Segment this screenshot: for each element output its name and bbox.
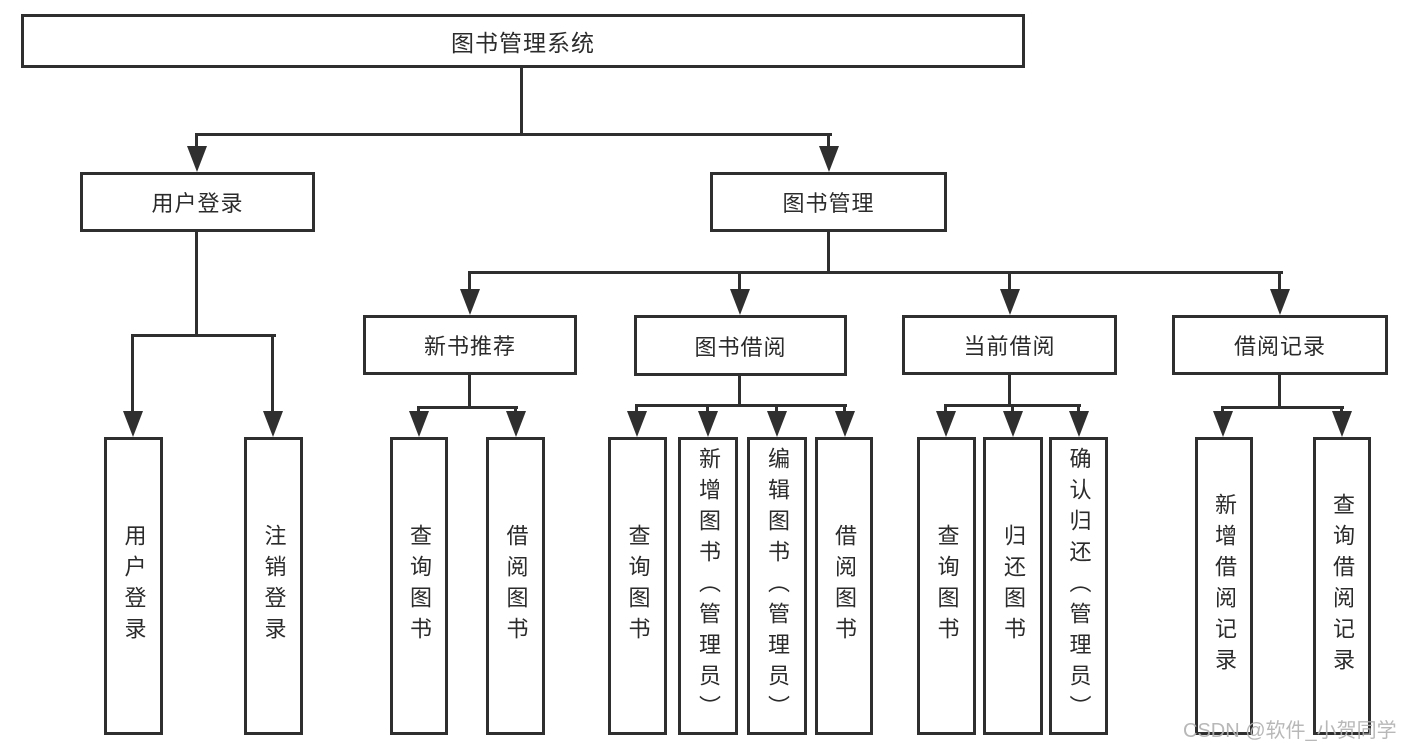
node-borrow-records: 借阅记录 <box>1172 315 1388 375</box>
node-book-borrow-label: 图书借阅 <box>694 334 787 360</box>
arrow-down-icon <box>263 411 283 437</box>
connector-user-login-stub <box>195 232 198 336</box>
connector-level3-rail <box>468 271 1283 274</box>
arrow-down-icon <box>409 411 429 437</box>
connector-drop <box>944 404 947 416</box>
arrow-down-icon <box>835 411 855 437</box>
leaf-br-add-record: 新增借阅记录 <box>1195 437 1253 735</box>
node-borrow-records-label: 借阅记录 <box>1233 334 1326 359</box>
node-user-login: 用户登录 <box>80 172 315 232</box>
arrow-down-icon <box>767 411 787 437</box>
connector-current-borrow-stub <box>1008 375 1011 406</box>
node-book-borrow: 图书借阅 <box>634 315 847 376</box>
leaf-bb-borrow-books-label: 借阅图书 <box>832 524 857 648</box>
arrow-down-icon <box>1213 411 1233 437</box>
leaf-logout-label: 注销登录 <box>261 524 287 648</box>
leaf-bb-edit-books: 编辑图书（管理员） <box>747 437 807 735</box>
leaf-user-login: 用户登录 <box>104 437 163 735</box>
connector-borrow-records-stub <box>1278 375 1281 408</box>
leaf-rec-query-books-label: 查询图书 <box>407 524 432 648</box>
leaf-cb-query-books-label: 查询图书 <box>934 524 960 648</box>
connector-borrow-records-rail <box>1221 406 1344 409</box>
node-new-book-rec-label: 新书推荐 <box>423 334 516 359</box>
arrow-down-icon <box>1003 411 1023 437</box>
leaf-br-query-record-label: 查询借阅记录 <box>1330 493 1355 679</box>
arrow-down-icon <box>187 146 207 172</box>
arrow-down-icon <box>1000 289 1020 315</box>
arrow-down-icon <box>1332 411 1352 437</box>
leaf-rec-borrow-books-label: 借阅图书 <box>503 524 529 648</box>
leaf-bb-add-books: 新增图书（管理员） <box>678 437 738 735</box>
leaf-bb-edit-books-label: 编辑图书（管理员） <box>765 446 790 726</box>
leaf-cb-return-books-label: 归还图书 <box>1001 524 1026 648</box>
leaf-user-login-label: 用户登录 <box>121 524 147 648</box>
connector-drop-book-mgmt <box>827 133 830 153</box>
node-root: 图书管理系统 <box>21 14 1025 68</box>
connector-book-mgmt-stub <box>827 232 830 273</box>
connector-drop-borrow-records <box>1278 271 1281 293</box>
node-root-label: 图书管理系统 <box>451 30 595 56</box>
connector-user-login-rail <box>131 334 276 337</box>
arrow-down-icon <box>819 146 839 172</box>
node-new-book-rec: 新书推荐 <box>363 315 577 375</box>
connector-book-borrow-rail <box>635 404 847 407</box>
arrow-down-icon <box>506 411 526 437</box>
leaf-bb-query-books: 查询图书 <box>608 437 667 735</box>
connector-drop-user-login <box>195 133 198 153</box>
connector-root-stub <box>520 68 523 135</box>
node-user-login-label: 用户登录 <box>151 191 244 216</box>
arrow-down-icon <box>936 411 956 437</box>
connector-drop-new-book-rec <box>468 271 471 293</box>
arrow-down-icon <box>460 289 480 315</box>
connector-drop <box>775 404 778 416</box>
leaf-cb-confirm-return-label: 确认归还（管理员） <box>1066 446 1092 726</box>
arrow-down-icon <box>730 289 750 315</box>
leaf-bb-add-books-label: 新增图书（管理员） <box>696 446 721 726</box>
node-current-borrow-label: 当前借阅 <box>963 334 1056 359</box>
arrow-down-icon <box>1069 411 1089 437</box>
node-book-mgmt: 图书管理 <box>710 172 947 232</box>
connector-drop <box>635 404 638 416</box>
connector-book-borrow-stub <box>738 376 741 406</box>
leaf-rec-query-books: 查询图书 <box>390 437 448 735</box>
connector-drop <box>1011 404 1014 416</box>
arrow-down-icon <box>698 411 718 437</box>
connector-new-book-rec-rail <box>417 406 518 409</box>
connector-drop <box>706 404 709 416</box>
node-current-borrow: 当前借阅 <box>902 315 1117 375</box>
csdn-watermark: CSDN @软件_小贺同学 <box>1183 720 1397 742</box>
connector-drop-current-borrow <box>1008 271 1011 293</box>
leaf-bb-borrow-books: 借阅图书 <box>815 437 873 735</box>
leaf-br-add-record-label: 新增借阅记录 <box>1212 493 1237 679</box>
leaf-cb-confirm-return: 确认归还（管理员） <box>1049 437 1108 735</box>
leaf-br-query-record: 查询借阅记录 <box>1313 437 1371 735</box>
leaf-cb-return-books: 归还图书 <box>983 437 1043 735</box>
arrow-down-icon <box>123 411 143 437</box>
arrow-down-icon <box>1270 289 1290 315</box>
arrow-down-icon <box>627 411 647 437</box>
connector-level2-rail <box>195 133 832 136</box>
leaf-cb-query-books: 查询图书 <box>917 437 976 735</box>
leaf-bb-query-books-label: 查询图书 <box>625 524 651 648</box>
connector-drop-book-borrow <box>738 271 741 293</box>
connector-drop <box>843 404 846 416</box>
connector-drop-leaf-user-login <box>131 334 134 414</box>
connector-drop-leaf-logout <box>271 334 274 414</box>
connector-new-book-rec-stub <box>468 375 471 408</box>
leaf-rec-borrow-books: 借阅图书 <box>486 437 545 735</box>
node-book-mgmt-label: 图书管理 <box>782 191 875 216</box>
leaf-logout: 注销登录 <box>244 437 303 735</box>
connector-drop <box>1077 404 1080 416</box>
